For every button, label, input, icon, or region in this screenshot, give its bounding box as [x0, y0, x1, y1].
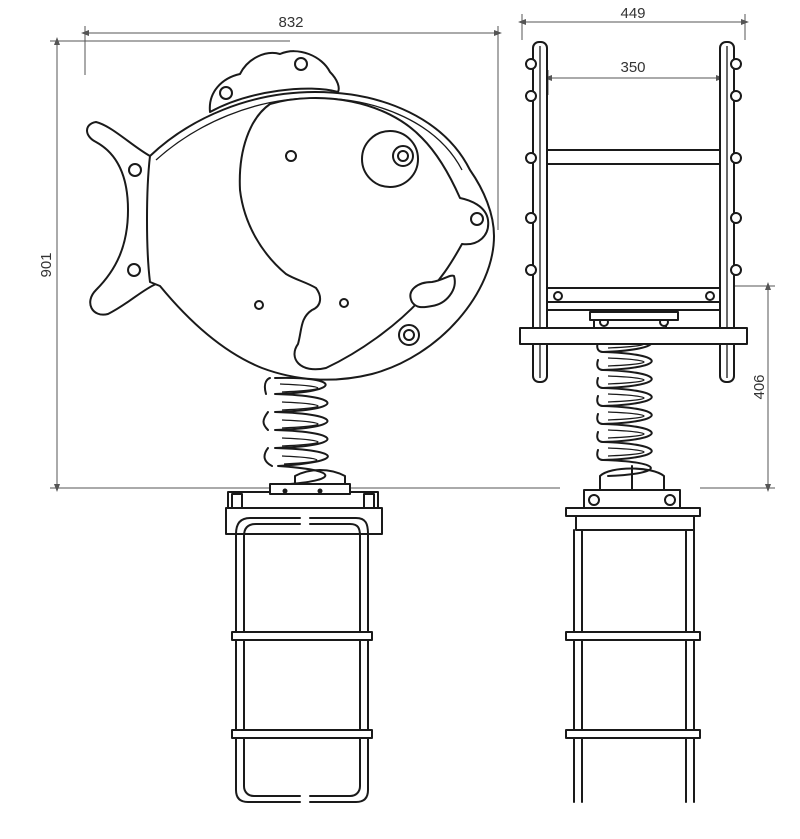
front-view: [519, 41, 748, 803]
tail-fin: [86, 121, 157, 316]
front-width-label: 449: [620, 5, 645, 22]
head-bolt: [285, 150, 297, 162]
front-base-plate: [565, 489, 701, 531]
fish-head-panel: [238, 96, 490, 371]
body-hole-1: [254, 300, 264, 310]
tail-bolt-1: [128, 163, 142, 177]
front-dimension-lines: [518, 14, 775, 492]
dorsal-fin-bolt-2: [294, 57, 308, 71]
front-spring-height-label: 406: [751, 374, 768, 399]
side-base-plate: [225, 483, 383, 535]
nose-bolt: [470, 212, 484, 226]
lower-bolt-inner: [403, 329, 415, 341]
fish-eye-center: [397, 150, 409, 162]
side-height-label: 901: [38, 252, 55, 277]
side-spring: [262, 376, 346, 493]
front-cross-members: [519, 149, 748, 345]
side-ground-anchor: [231, 517, 373, 803]
dorsal-fin-bolt-1: [219, 86, 233, 100]
front-ground-anchor: [565, 529, 701, 803]
front-left-panel: [519, 41, 548, 383]
gill-handle: [409, 274, 456, 309]
fish-eye-outer: [361, 130, 419, 188]
side-view: [86, 50, 495, 803]
front-inner-width-label: 350: [620, 59, 645, 76]
tail-bolt-2: [127, 263, 141, 277]
body-hole-2: [339, 298, 349, 308]
side-width-label: 832: [278, 14, 303, 31]
